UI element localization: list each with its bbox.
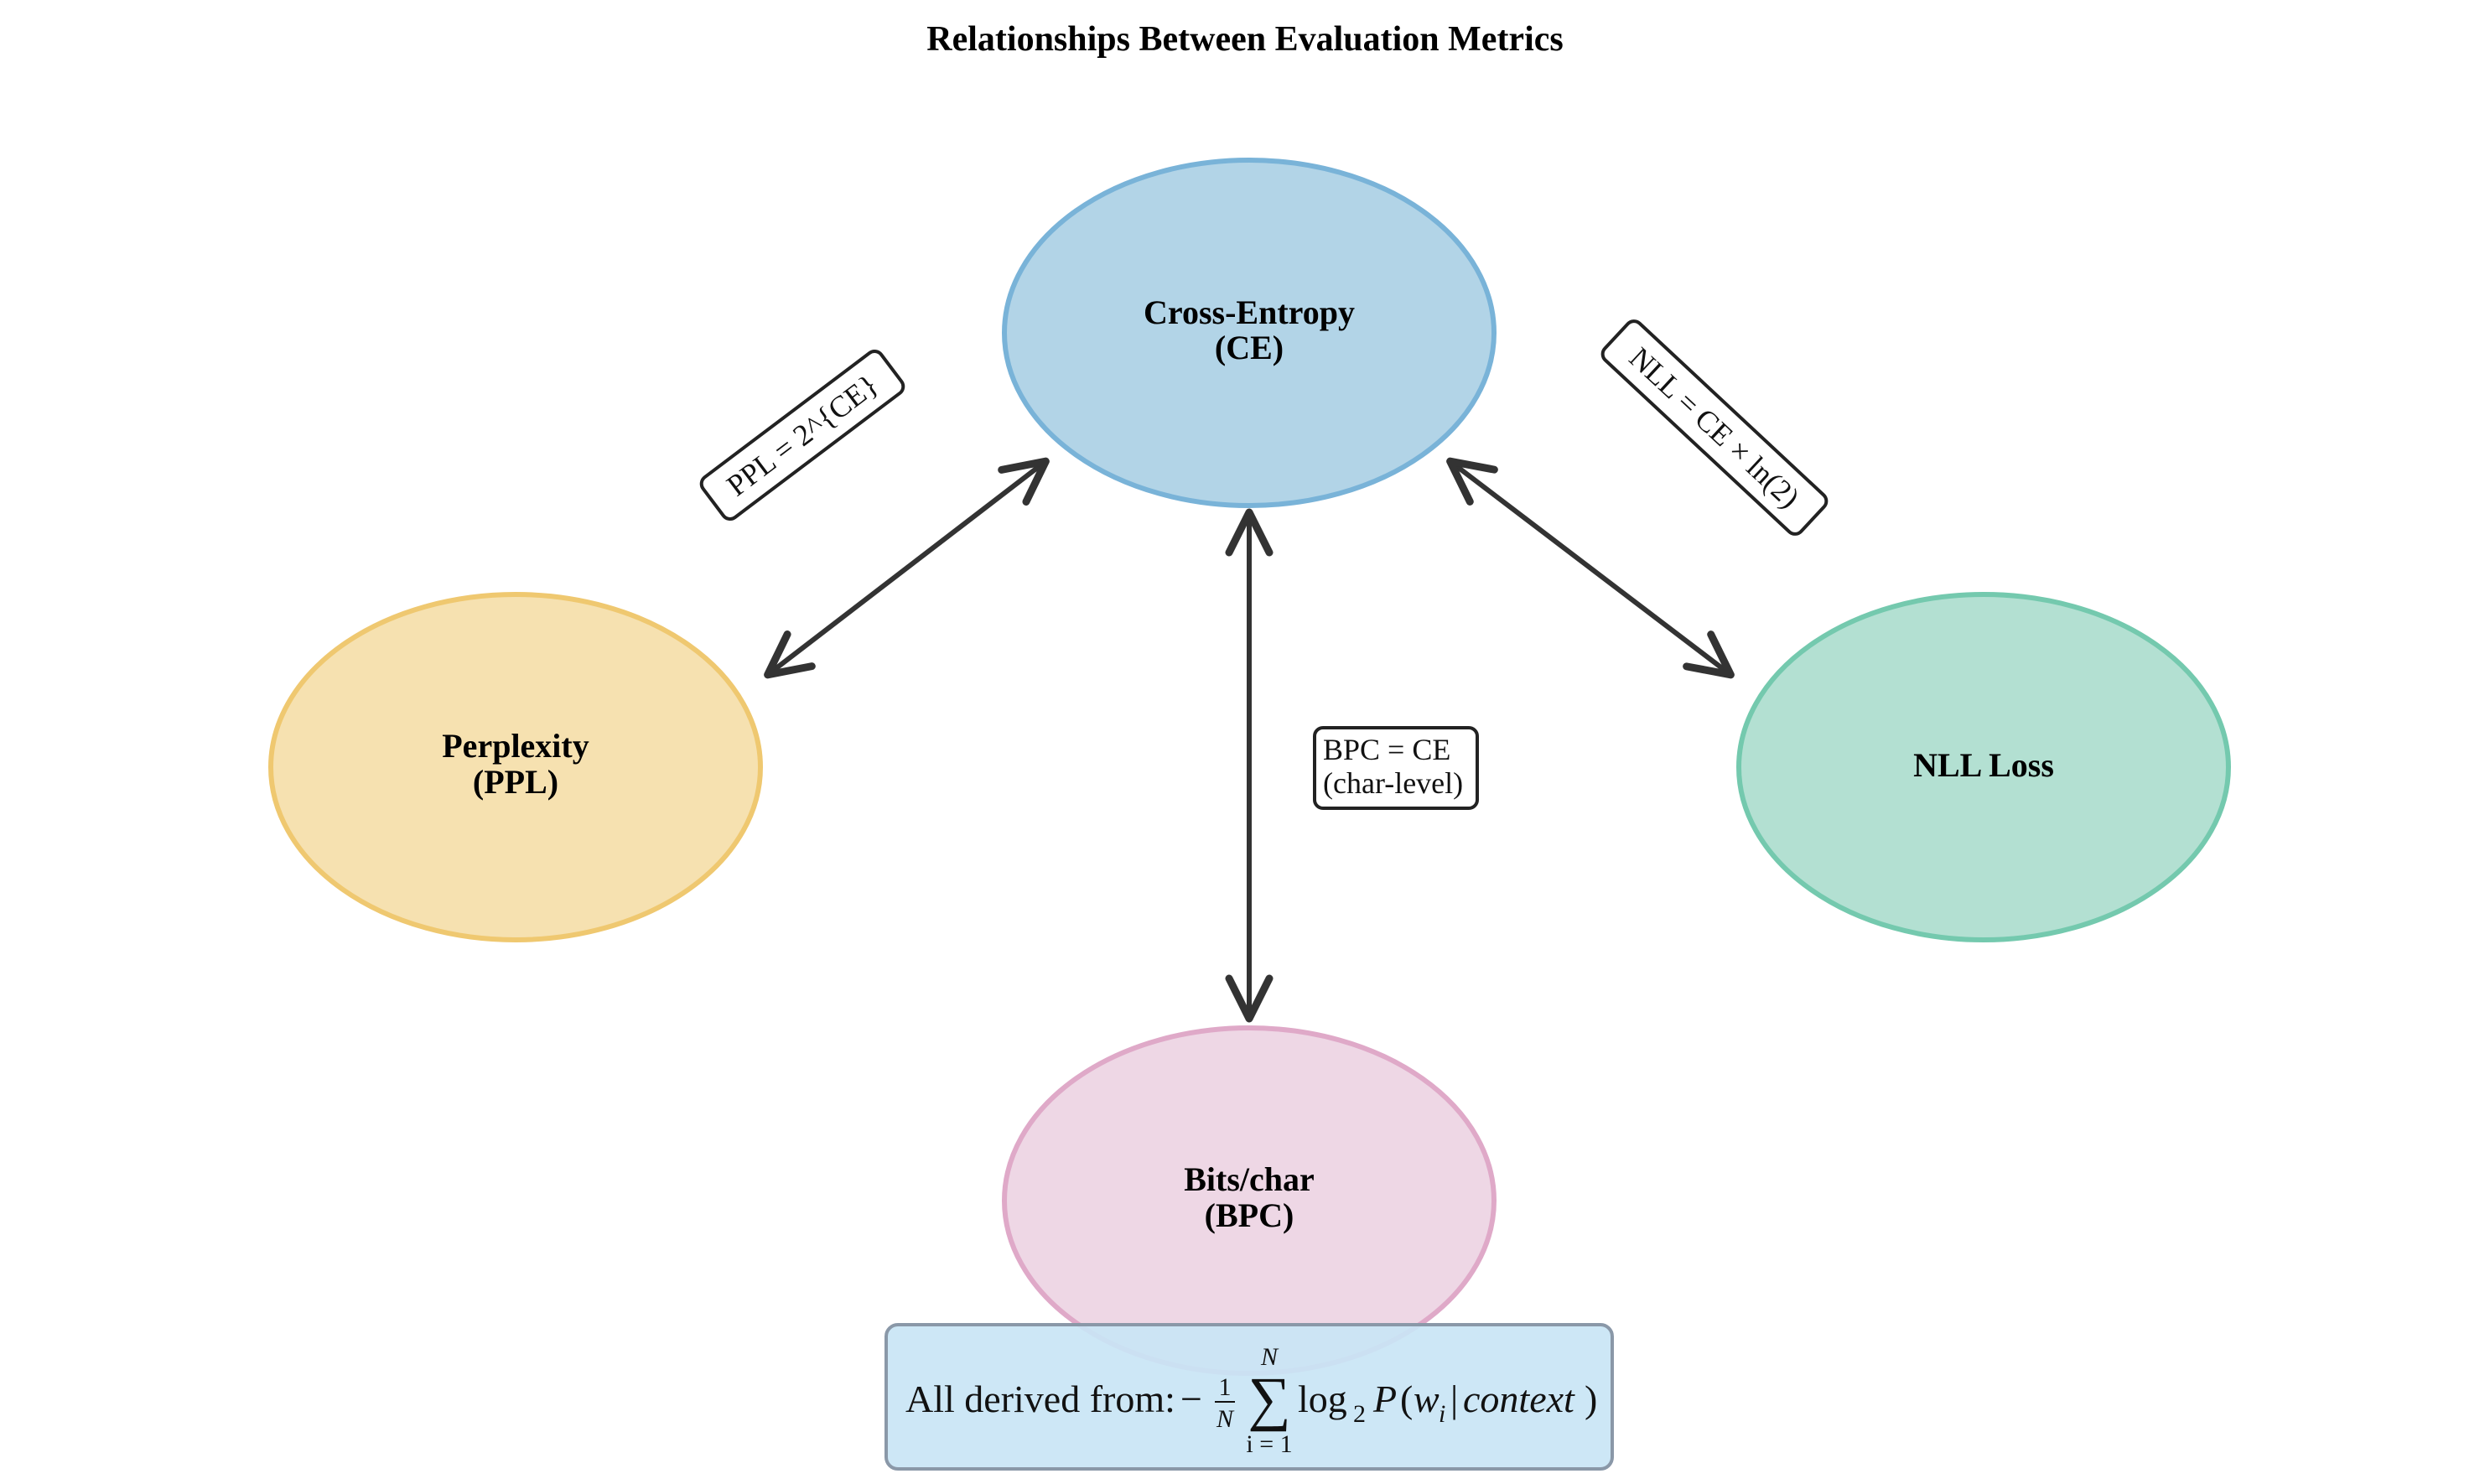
arrow-ce-nll — [1446, 457, 1735, 679]
node-cross-entropy-label: Cross-Entropy — [1144, 293, 1355, 331]
formula-close-paren: ) — [1585, 1378, 1597, 1420]
formula-fraction-numerator: 1 — [1219, 1373, 1232, 1401]
formula-log-base: 2 — [1353, 1400, 1366, 1428]
formula-minus: − — [1180, 1378, 1202, 1420]
formula-context: context — [1463, 1378, 1575, 1420]
edge-label-ppl-text: PPL = 2^{CE} — [720, 367, 884, 502]
edge-label-bpc-box — [1313, 726, 1479, 810]
formula-open-paren: ( — [1400, 1378, 1413, 1420]
diagram-title: Relationships Between Evaluation Metrics — [926, 20, 1563, 59]
node-nll-loss-shape — [1736, 592, 2231, 942]
edge-label-ppl-box — [699, 350, 905, 521]
node-cross-entropy-abbr: (CE) — [1215, 329, 1284, 366]
edge-label-nll: NLL = CE × ln(2) — [1600, 319, 1829, 536]
node-bits-per-char-abbr: (BPC) — [1205, 1196, 1294, 1234]
formula-sum-sign: ∑ — [1248, 1365, 1290, 1432]
formula-word-index: i — [1439, 1400, 1445, 1428]
edge-label-bpc-line1: BPC = CE — [1323, 733, 1450, 766]
node-perplexity-abbr: (PPL) — [473, 763, 558, 801]
node-cross-entropy-shape — [1002, 158, 1497, 508]
node-perplexity-shape — [268, 592, 763, 942]
formula-probability: P — [1372, 1378, 1397, 1420]
formula-box-background — [884, 1323, 1614, 1471]
node-perplexity-label: Perplexity — [442, 727, 589, 765]
formula-fraction-denominator: N — [1216, 1405, 1235, 1433]
edge-label-bpc: BPC = CE (char-level) — [1313, 726, 1479, 810]
arrow-ce-ppl — [764, 457, 1050, 679]
formula-log: log — [1298, 1378, 1347, 1420]
formula-word: w — [1414, 1378, 1440, 1420]
edge-label-bpc-line2: (char-level) — [1323, 766, 1463, 800]
formula-prefix: All derived from: — [905, 1378, 1175, 1420]
node-bits-per-char: Bits/char (BPC) — [1002, 1025, 1497, 1376]
formula-given-bar: | — [1450, 1378, 1458, 1420]
formula-sum-lower: i = 1 — [1246, 1430, 1292, 1458]
node-cross-entropy: Cross-Entropy (CE) — [1002, 158, 1497, 508]
node-nll-loss: NLL Loss — [1736, 592, 2231, 942]
edge-label-ppl: PPL = 2^{CE} — [699, 350, 905, 521]
formula-box: All derived from: − 1 N N ∑ i = 1 log 2 … — [884, 1323, 1614, 1471]
node-bits-per-char-label: Bits/char — [1184, 1160, 1315, 1198]
edge-label-nll-text: NLL = CE × ln(2) — [1623, 340, 1806, 514]
node-perplexity: Perplexity (PPL) — [268, 592, 763, 942]
node-nll-loss-label: NLL Loss — [1913, 746, 2054, 784]
formula-sum-upper: N — [1260, 1343, 1279, 1371]
edge-label-nll-box — [1600, 319, 1829, 536]
